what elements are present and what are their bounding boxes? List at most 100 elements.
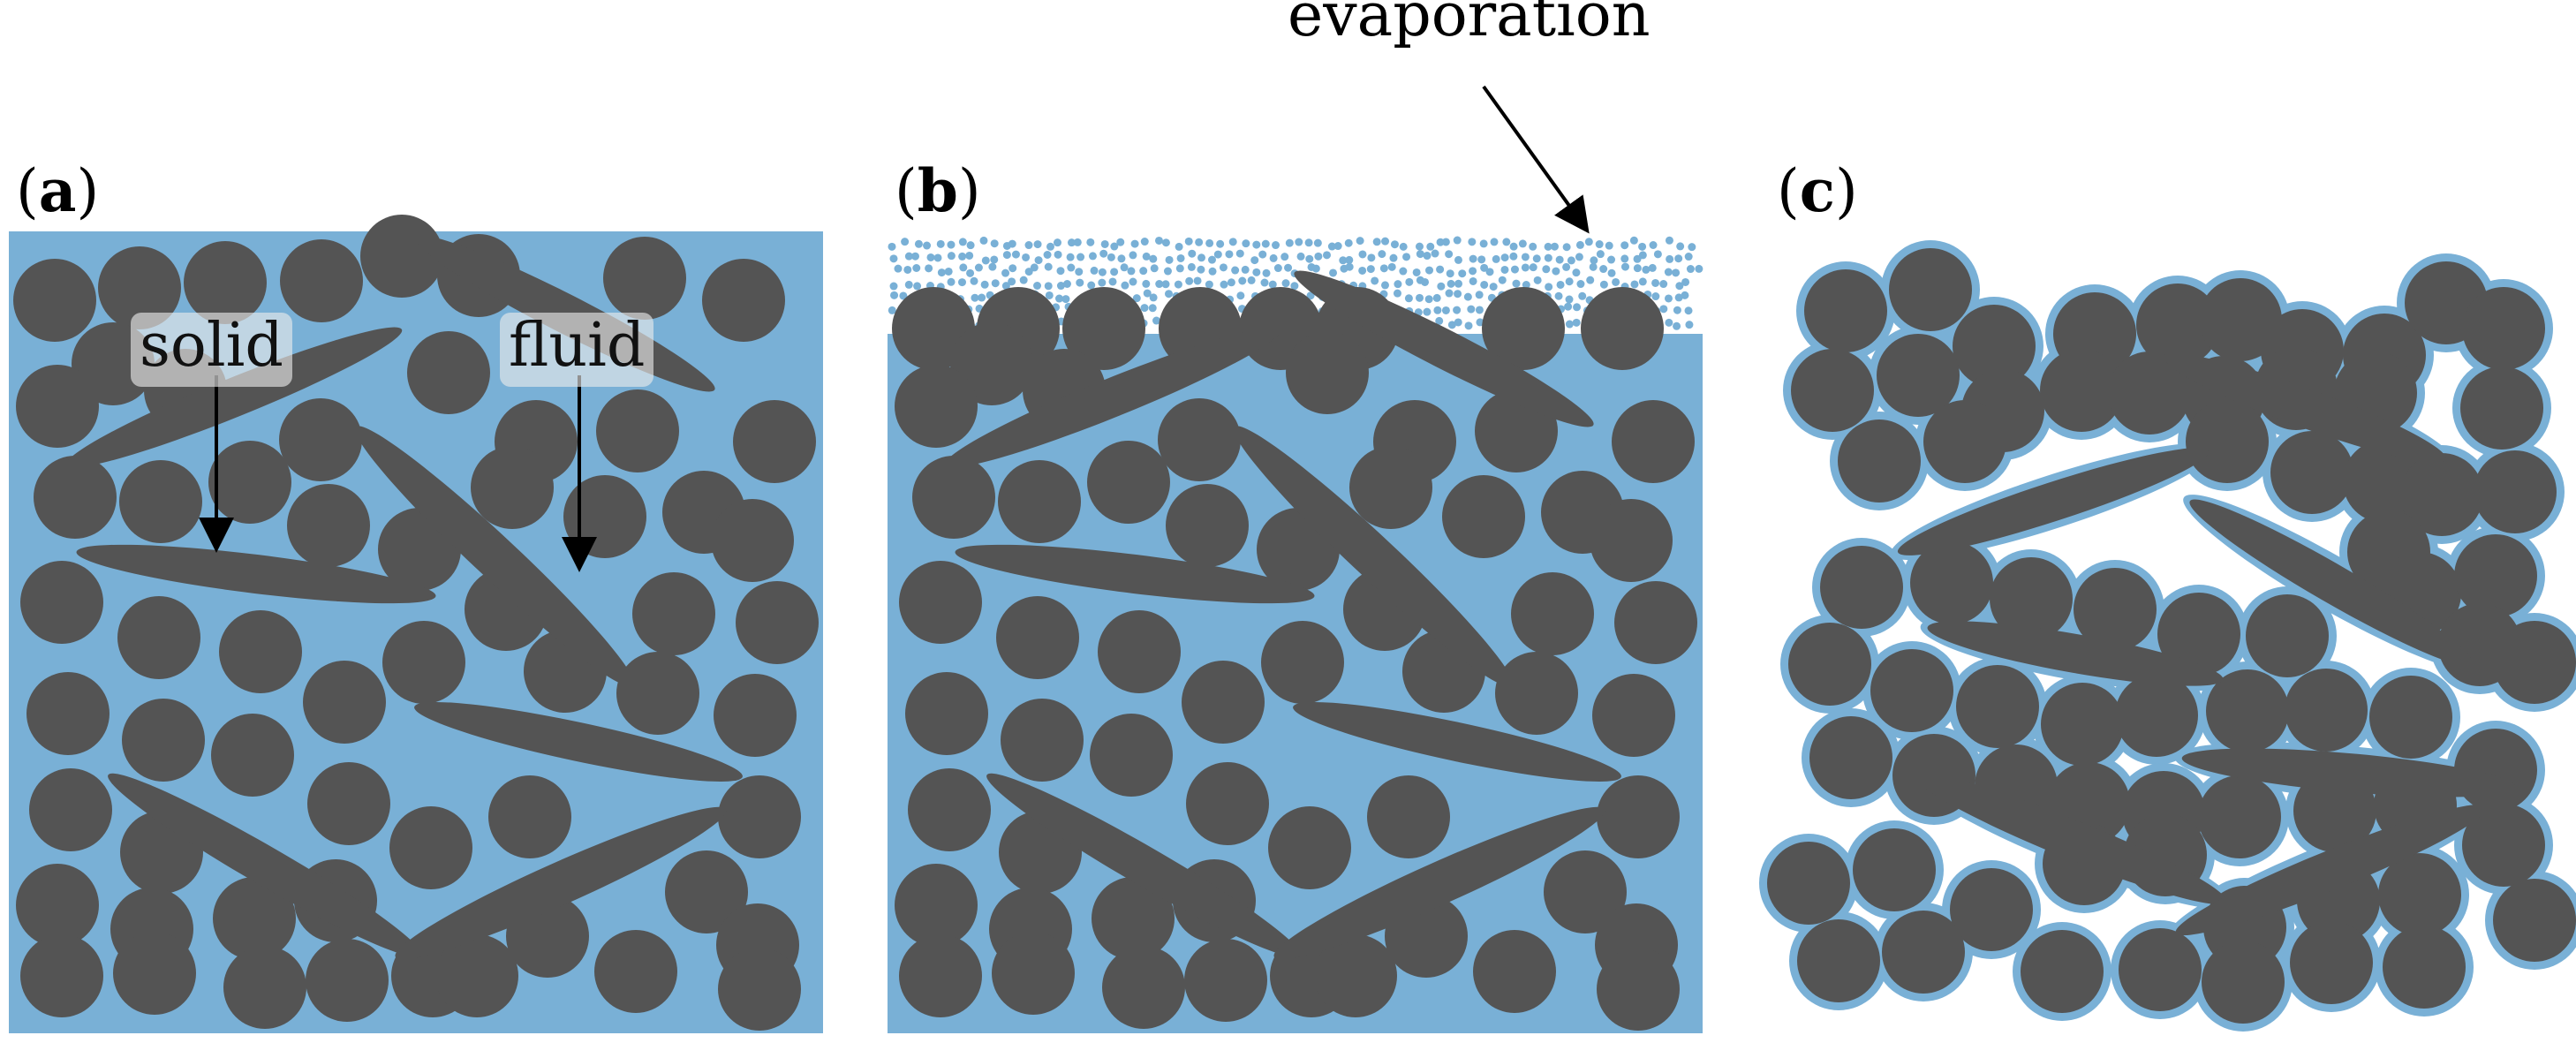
evaporation-droplet — [1389, 253, 1398, 262]
evaporation-droplet — [1477, 255, 1486, 264]
evaporation-droplet — [1117, 254, 1126, 263]
evaporation-droplet — [1116, 238, 1125, 246]
evaporation-droplet — [1140, 238, 1149, 246]
evaporation-droplet — [1431, 249, 1439, 258]
particle-circle — [1184, 939, 1267, 1022]
evaporation-droplet — [1241, 265, 1250, 274]
evaporation-droplet — [1322, 251, 1331, 260]
evaporation-droplet — [936, 239, 945, 248]
evaporation-droplet — [1589, 262, 1598, 271]
evaporation-droplet — [1416, 250, 1424, 259]
evaporation-droplet — [1120, 263, 1129, 272]
particle-circle — [2493, 621, 2576, 704]
evaporation-droplet — [1500, 265, 1509, 274]
evaporation-droplet — [959, 263, 968, 272]
particle-circle — [2400, 453, 2483, 536]
evaporation-droplet — [1423, 252, 1432, 261]
evaporation-droplet — [1492, 254, 1500, 263]
particle-circle — [899, 561, 982, 644]
evaporation-droplet — [1150, 264, 1159, 273]
evaporation-droplet — [1394, 280, 1402, 289]
particle-circle — [1590, 499, 1673, 582]
evaporation-droplet — [1595, 240, 1604, 249]
particle-circle — [895, 365, 978, 448]
evaporation-droplet — [1295, 238, 1303, 246]
evaporation-droplet — [1205, 280, 1213, 289]
evaporation-droplet — [1638, 251, 1647, 260]
evaporation-droplet — [1127, 267, 1136, 276]
evaporation-droplet — [1140, 304, 1149, 313]
evaporation-droplet — [904, 252, 913, 261]
particle-ellipse — [395, 806, 727, 960]
evaporation-droplet — [1475, 291, 1484, 299]
evaporation-droplet — [1405, 277, 1414, 286]
evaporation-droplet — [1188, 249, 1197, 258]
particle-ellipse — [76, 544, 436, 604]
particle-circle — [1614, 581, 1697, 664]
evaporation-droplet — [1436, 238, 1445, 246]
particle-circle — [1544, 850, 1627, 933]
particle-circle — [382, 621, 465, 704]
evaporation-droplet — [1033, 281, 1042, 290]
evaporation-droplet — [1174, 280, 1182, 289]
particle-circle — [1882, 911, 1965, 994]
evaporation-droplet — [1142, 279, 1151, 288]
evaporation-droplet — [1665, 318, 1673, 327]
evaporation-droplet — [1629, 236, 1638, 245]
evaporation-droplet — [1290, 282, 1299, 291]
particle-circle — [20, 934, 103, 1017]
evaporation-droplet — [1313, 238, 1322, 247]
evaporation-droplet — [1056, 267, 1065, 276]
evaporation-droplet — [1132, 294, 1141, 303]
evaporation-droplet — [990, 255, 999, 264]
evaporation-droplet — [1659, 305, 1668, 314]
evaporation-droplet — [991, 279, 1000, 288]
evaporation-droplet — [1599, 265, 1608, 274]
evaporation-droplet — [1273, 264, 1282, 273]
evaporation-droplet — [1175, 264, 1184, 273]
particle-ellipse — [1273, 806, 1605, 960]
particle-ellipse — [108, 773, 422, 958]
evaporation-droplet — [1446, 269, 1454, 278]
evaporation-droplet — [888, 306, 896, 314]
particle-circle — [306, 939, 389, 1022]
evaporation-droplet — [1193, 276, 1202, 285]
evaporation-droplet — [925, 264, 933, 273]
evaporation-droplet — [1008, 239, 1016, 248]
evaporation-droplet — [1228, 238, 1237, 246]
particle-circle — [29, 768, 112, 851]
particle-ellipse — [65, 327, 403, 468]
particle-circle — [908, 768, 991, 851]
evaporation-droplet — [1542, 265, 1551, 274]
panel-c — [1759, 240, 2576, 1032]
evaporation-droplet — [894, 264, 903, 273]
particle-circle — [113, 932, 196, 1015]
evaporation-droplet — [1044, 282, 1053, 291]
particle-circle — [2119, 928, 2202, 1011]
particle-circle — [20, 561, 103, 644]
evaporation-label: evaporation — [1288, 0, 1651, 50]
evaporation-droplet — [1272, 241, 1280, 250]
evaporation-droplet — [1231, 266, 1240, 275]
particle-circle — [2202, 941, 2285, 1024]
particle-circle — [2246, 594, 2329, 677]
evaporation-droplet — [1043, 250, 1052, 259]
evaporation-droplet — [1509, 242, 1518, 251]
particle-circle — [905, 672, 988, 755]
evaporation-droplet — [1110, 242, 1119, 251]
evaporation-droplet — [1076, 253, 1085, 261]
particle-circle — [1853, 828, 1936, 911]
particle-circle — [2378, 853, 2461, 936]
evaporation-droplet — [1684, 306, 1693, 315]
evaporation-droplet — [1108, 277, 1117, 286]
evaporation-droplet — [1152, 316, 1161, 325]
particle-circle — [488, 775, 571, 858]
particle-circle — [1612, 400, 1695, 483]
particle-circle — [563, 475, 646, 558]
evaporation-droplet — [1458, 269, 1467, 278]
particle-circle — [1797, 919, 1880, 1002]
particle-circle — [2040, 349, 2123, 432]
particle-circle — [895, 864, 978, 947]
particle-circle — [899, 934, 982, 1017]
